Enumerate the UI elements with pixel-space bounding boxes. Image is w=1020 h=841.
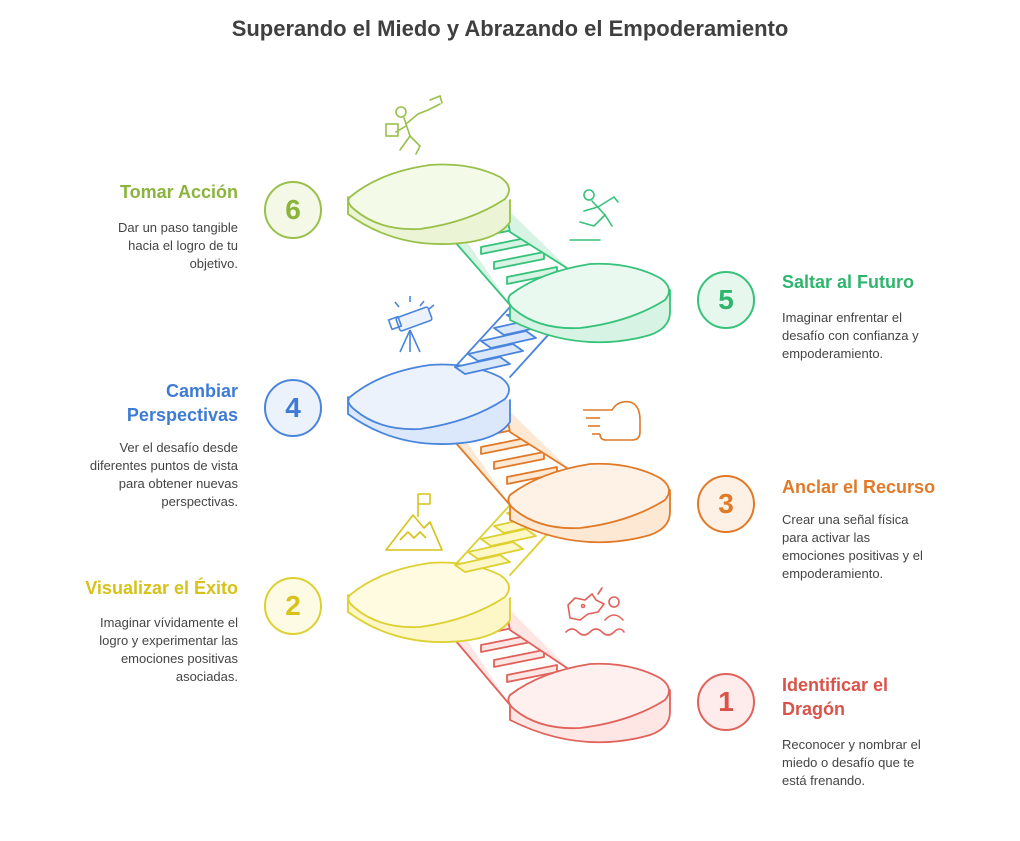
step-3-heading: Anclar el Recurso bbox=[782, 477, 936, 497]
step-6-heading: Tomar Acción bbox=[119, 182, 238, 202]
step-2-heading: Visualizar el Éxito bbox=[85, 578, 238, 598]
step-number-1: 1 bbox=[697, 673, 755, 731]
jumping-person-icon bbox=[569, 189, 619, 241]
platform-6 bbox=[347, 163, 511, 245]
stair-green bbox=[454, 206, 571, 306]
step-1-heading: Identificar el Dragón bbox=[782, 675, 889, 719]
step-4-description: Ver el desafío desde diferentes puntos d… bbox=[89, 440, 238, 509]
platform-5 bbox=[507, 262, 671, 344]
step-number-3: 3 bbox=[697, 475, 755, 533]
platform-1 bbox=[507, 662, 671, 744]
step-5-description: Imaginar enfrentar el desafío con confia… bbox=[782, 310, 919, 361]
mountain-flag-icon bbox=[385, 493, 443, 551]
running-person-icon bbox=[385, 94, 443, 155]
step-number-5: 5 bbox=[697, 271, 755, 329]
dragon-person-icon bbox=[565, 587, 625, 636]
platform-4 bbox=[347, 363, 511, 445]
step-4-heading: Cambiar Perspectivas bbox=[126, 381, 238, 425]
page-title: Superando el Miedo y Abrazando el Empode… bbox=[231, 16, 789, 41]
step-2-description: Imaginar vívidamente el logro y experime… bbox=[99, 615, 238, 684]
platform-3 bbox=[507, 462, 671, 544]
step-number-2: 2 bbox=[264, 577, 322, 635]
step-5-heading: Saltar al Futuro bbox=[782, 272, 915, 292]
pointing-hand-icon bbox=[583, 400, 641, 441]
platform-2 bbox=[347, 561, 511, 643]
step-number-4: 4 bbox=[264, 379, 322, 437]
step-1-description: Reconocer y nombrar el miedo o desafío q… bbox=[782, 737, 921, 788]
step-6-description: Dar un paso tangible hacia el logro de t… bbox=[118, 220, 238, 271]
telescope-icon bbox=[387, 296, 435, 353]
step-3-description: Crear una señal física para activar las … bbox=[782, 512, 923, 581]
step-number-6: 6 bbox=[264, 181, 322, 239]
